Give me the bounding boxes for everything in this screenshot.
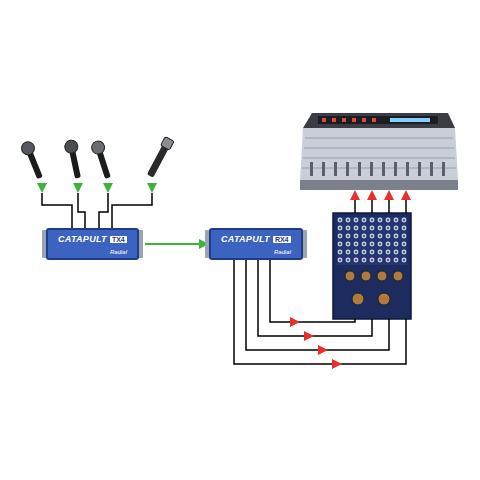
catapult-box: CATAPULTRX4Radial xyxy=(209,228,303,260)
model-badge: TX4 xyxy=(110,236,127,243)
model-badge: RX4 xyxy=(273,236,291,243)
red-arrowhead xyxy=(350,190,411,200)
red-arrowhead xyxy=(290,317,342,369)
link-connector xyxy=(145,239,209,249)
catapult-box: CATAPULTTX4Radial xyxy=(46,228,139,260)
mixing-console xyxy=(300,113,458,190)
green-arrowhead xyxy=(199,239,209,249)
output-wires xyxy=(234,250,406,364)
console-feeds xyxy=(355,198,406,213)
green-arrowhead xyxy=(37,183,157,193)
microphone xyxy=(20,137,175,181)
title-row: CATAPULTRX4 xyxy=(221,234,291,244)
brand-logo: Radial xyxy=(58,249,127,255)
product-name: CATAPULT xyxy=(58,234,107,244)
brand-logo: Radial xyxy=(221,249,291,255)
stage-box xyxy=(333,213,411,319)
product-name: CATAPULT xyxy=(221,234,270,244)
title-row: CATAPULTTX4 xyxy=(58,234,127,244)
